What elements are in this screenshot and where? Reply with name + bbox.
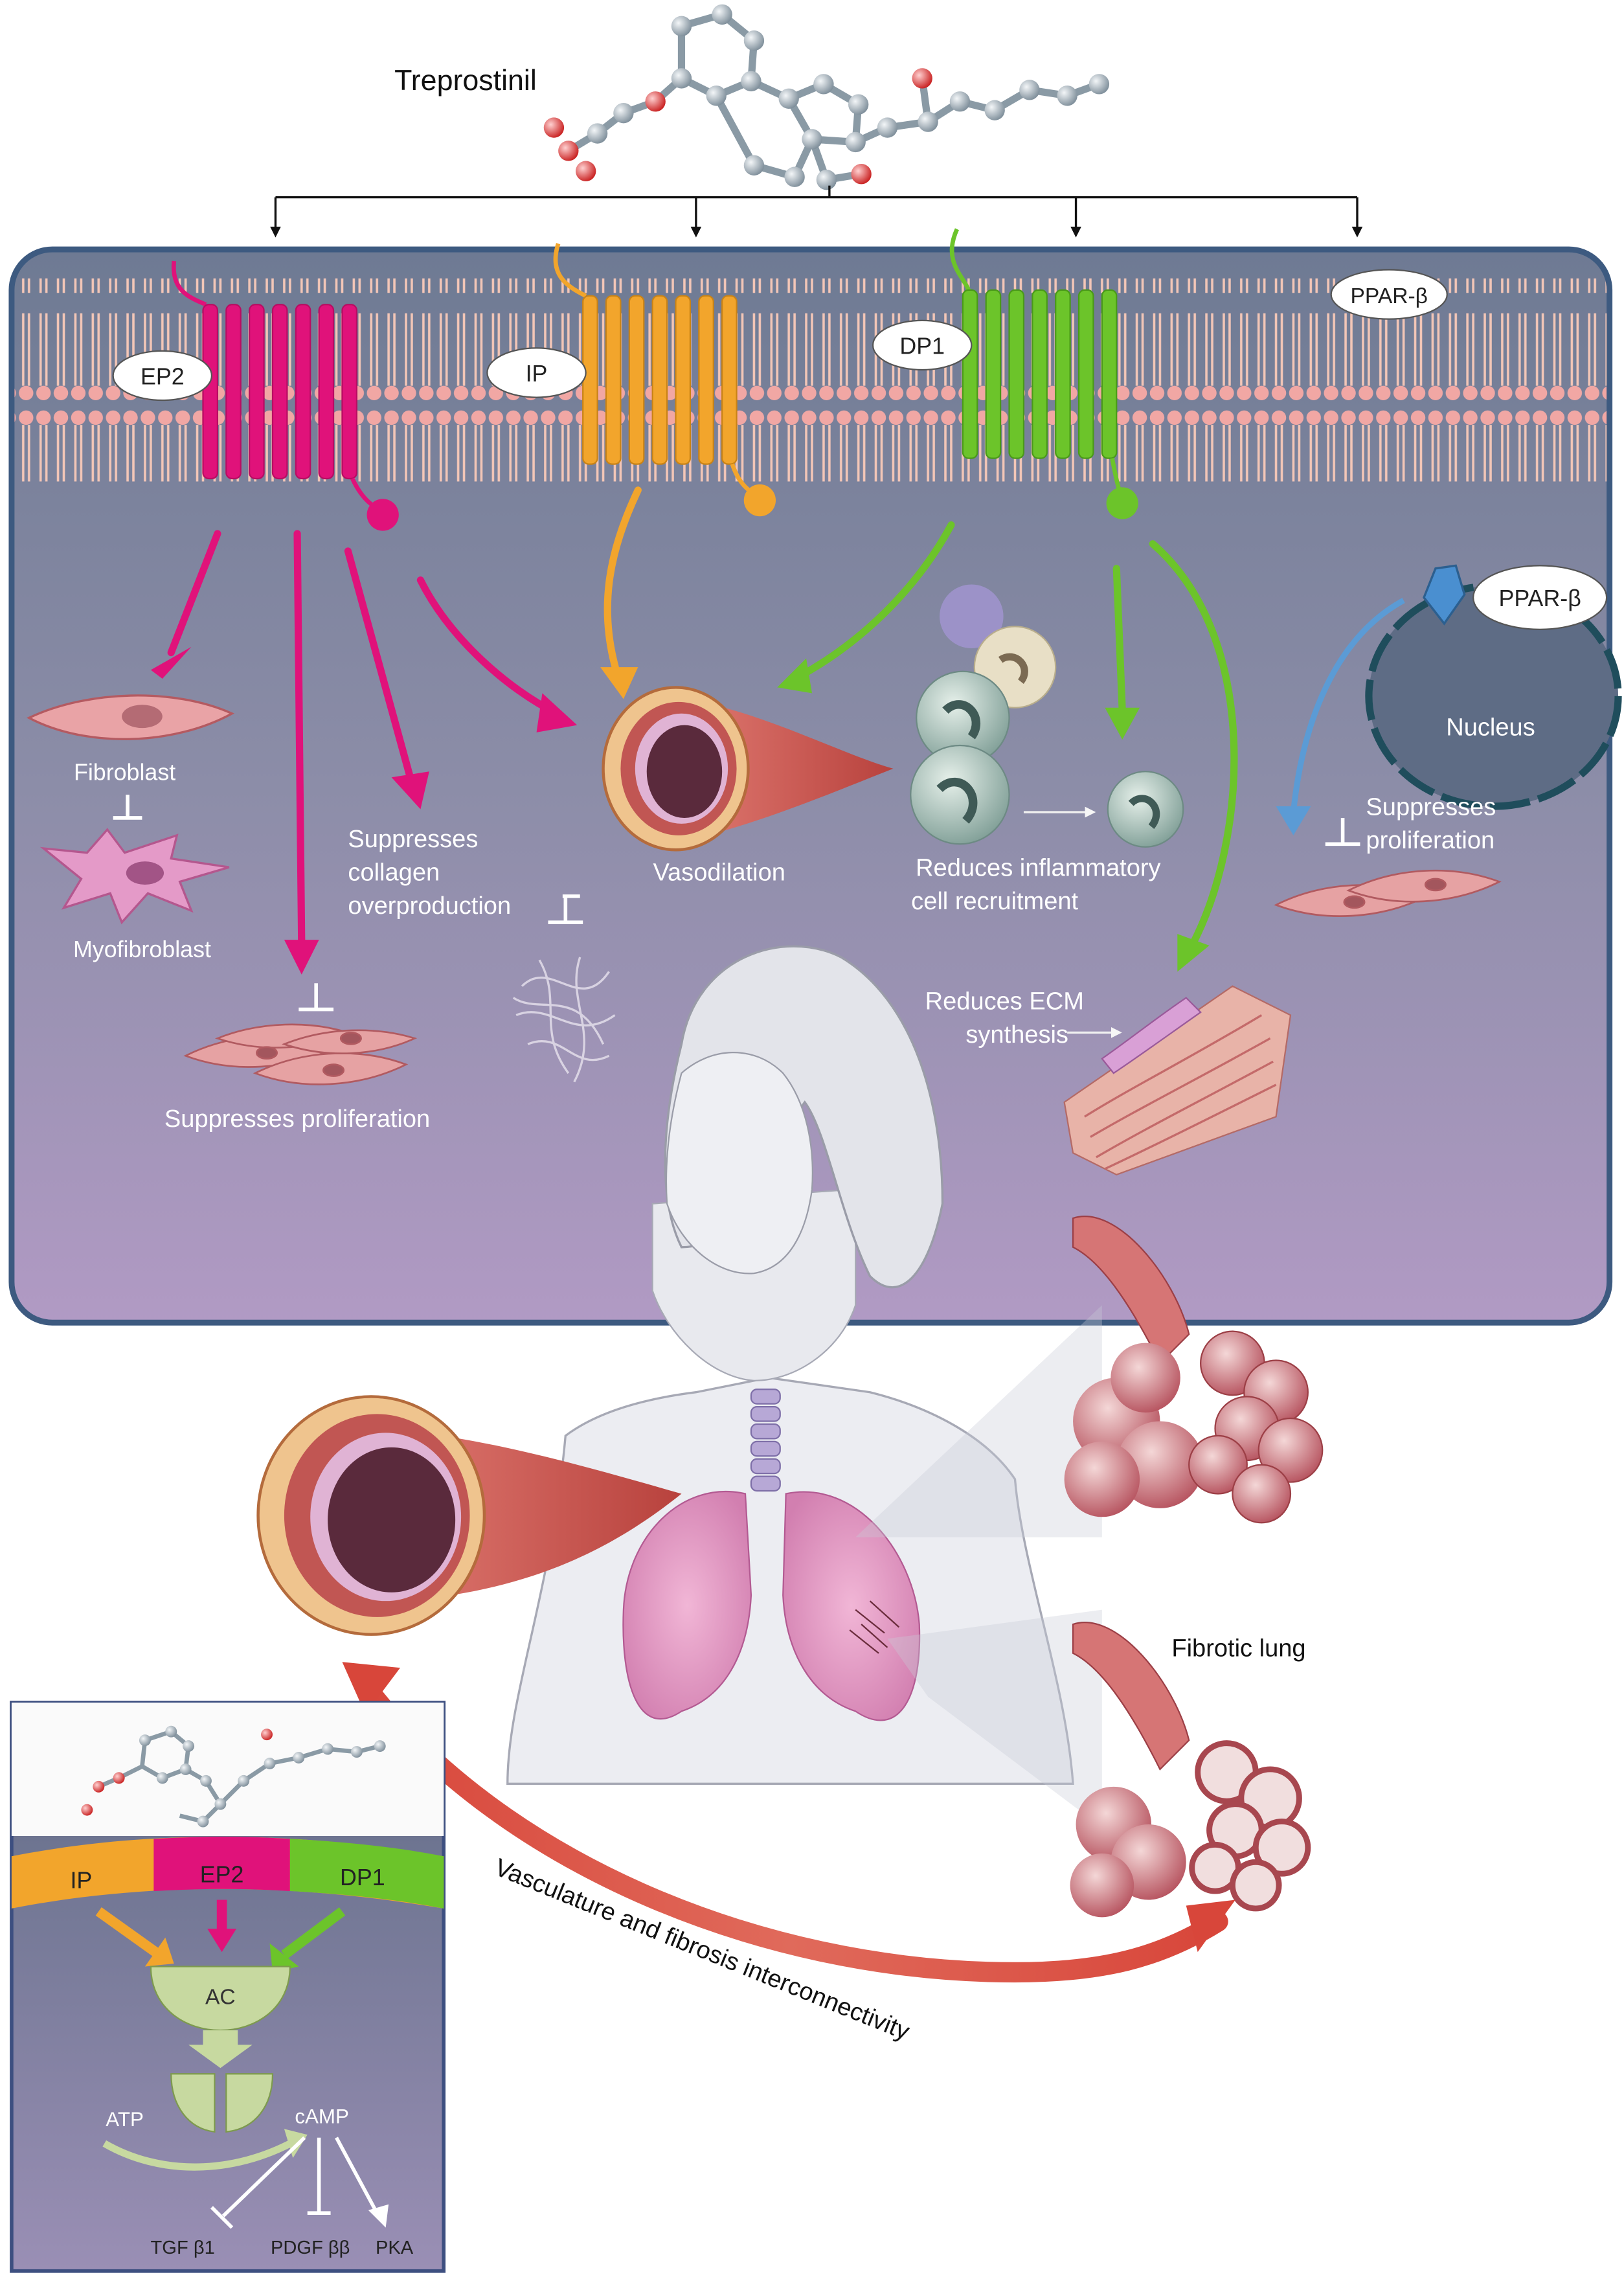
ppar-effect-arrow [1290, 598, 1405, 813]
reduces-ecm-label-2: synthesis [965, 1021, 1068, 1049]
inset-header-bg [11, 1702, 444, 1836]
collagen-inhibit [548, 894, 583, 924]
inset-pka-label: PKA [376, 2238, 414, 2258]
inset-band-ep2 [153, 1837, 290, 1892]
ppar-nucleus-label: PPAR-β [1498, 585, 1581, 611]
ep2-receptor [171, 260, 399, 531]
title-treprostinil: Treprostinil [394, 64, 537, 96]
inset-dp1-arrowhead [269, 1943, 299, 1973]
dp1-effect-arrows [796, 521, 1238, 949]
nucleus-label: Nucleus [1446, 714, 1535, 741]
camp-signaling-inset: IP EP2 DP1 AC ATP cAMP TGF β1 PDGF ββ PK… [10, 1701, 446, 2273]
ppar-arrowhead [1276, 806, 1311, 835]
dp1-arrowheads [777, 658, 1210, 972]
inset-ep2-label: EP2 [200, 1862, 244, 1888]
alveoli-fibrotic [1070, 1622, 1311, 1918]
prolif-inhibit-left [299, 983, 334, 1012]
prolif-inhibit-right [1325, 817, 1360, 846]
vasodilation-label: Vasodilation [653, 859, 785, 886]
ep2-label-badge: EP2 [112, 350, 213, 402]
fibroblast-label: Fibroblast [74, 760, 175, 786]
nucleus: Nucleus [1365, 582, 1622, 810]
ac-half-right [225, 2073, 274, 2133]
myofibroblast-cell [39, 828, 230, 925]
dp1-label: DP1 [899, 333, 945, 359]
reduces-inflammatory-label-2: cell recruitment [911, 888, 1078, 915]
ac-half-left [170, 2073, 216, 2133]
ppar-nuclear-receptor: PPAR-β [1423, 564, 1608, 630]
ecm-tissue [1063, 985, 1292, 1176]
distribution-arrows [270, 185, 1363, 238]
ep2-effect-arrows [167, 530, 561, 947]
inset-ep2-arrowhead [207, 1929, 237, 1953]
inset-ip-label: IP [70, 1868, 92, 1894]
suppresses-collagen-label-2: collagen [348, 859, 440, 886]
lungs [622, 1490, 921, 1721]
suppresses-proliferation-right-label-2: proliferation [1366, 827, 1494, 854]
ep2-gprotein [367, 499, 399, 531]
interconnectivity-arrow [342, 1662, 1235, 1983]
fibrotic-lung-label: Fibrotic lung [1171, 1635, 1305, 1662]
camp-downstream [210, 2136, 379, 2229]
inset-dp1-label: DP1 [340, 1865, 385, 1890]
alveoli-healthy [1064, 1216, 1324, 1524]
ep2-label: EP2 [141, 363, 185, 389]
myofibroblast-label: Myofibroblast [73, 936, 211, 962]
suppresses-collagen-label-1: Suppresses [348, 826, 478, 853]
ppar-top-label: PPAR-β [1351, 284, 1428, 308]
ip-effect-arrow [603, 486, 642, 680]
atp-to-camp-arrow [102, 2137, 298, 2171]
inset-pdgf-label: PDGF ββ [271, 2238, 350, 2258]
inset-camp-label: cAMP [295, 2105, 349, 2127]
inset-band-dp1 [289, 1839, 444, 1909]
inset-ac-label: AC [205, 1986, 236, 2010]
large-vessel [256, 1395, 682, 1636]
suppresses-proliferation-left-label: Suppresses proliferation [164, 1105, 430, 1133]
vasodilation-vessel [602, 686, 894, 852]
pka-arrowhead [368, 2204, 389, 2228]
inset-molecule-atoms [81, 1725, 386, 1828]
fibroblast-cell [27, 694, 235, 741]
collagen-fibers [512, 957, 616, 1083]
dp1-receptor [949, 228, 1138, 519]
suppresses-collagen-label-3: overproduction [348, 892, 511, 920]
dp1-label-badge: DP1 [872, 319, 973, 371]
immune-cells [910, 584, 1184, 848]
smooth-muscle-cells-right [1274, 869, 1502, 917]
inset-ip-arrowhead [144, 1937, 174, 1967]
dp1-gprotein [1106, 487, 1138, 519]
treprostinil-molecule [543, 4, 1110, 190]
ip-gprotein [743, 484, 776, 517]
ppar-top-badge: PPAR-β [1330, 269, 1448, 320]
reduces-inflammatory-label-1: Reduces inflammatory [916, 855, 1161, 882]
inset-tgf-label: TGF β1 [151, 2238, 215, 2258]
inset-dp1-arrow [281, 1907, 346, 1959]
ip-arrowhead [600, 667, 638, 699]
trachea [750, 1389, 781, 1492]
ip-receptor [553, 243, 776, 517]
fibroblast-inhibit [113, 795, 142, 820]
smooth-muscle-cells-left [183, 1023, 418, 1085]
ip-label-badge: IP [486, 347, 587, 398]
ac-activation-arrow [188, 2030, 253, 2069]
ip-label: IP [526, 361, 548, 387]
inset-atp-label: ATP [106, 2108, 144, 2131]
ep2-arrowheads [150, 646, 578, 975]
atp-to-camp-arrowhead [284, 2129, 308, 2159]
reduces-ecm-label-1: Reduces ECM [925, 988, 1084, 1015]
suppresses-proliferation-right-label-1: Suppresses [1366, 793, 1496, 821]
inset-ip-arrow [95, 1907, 163, 1959]
